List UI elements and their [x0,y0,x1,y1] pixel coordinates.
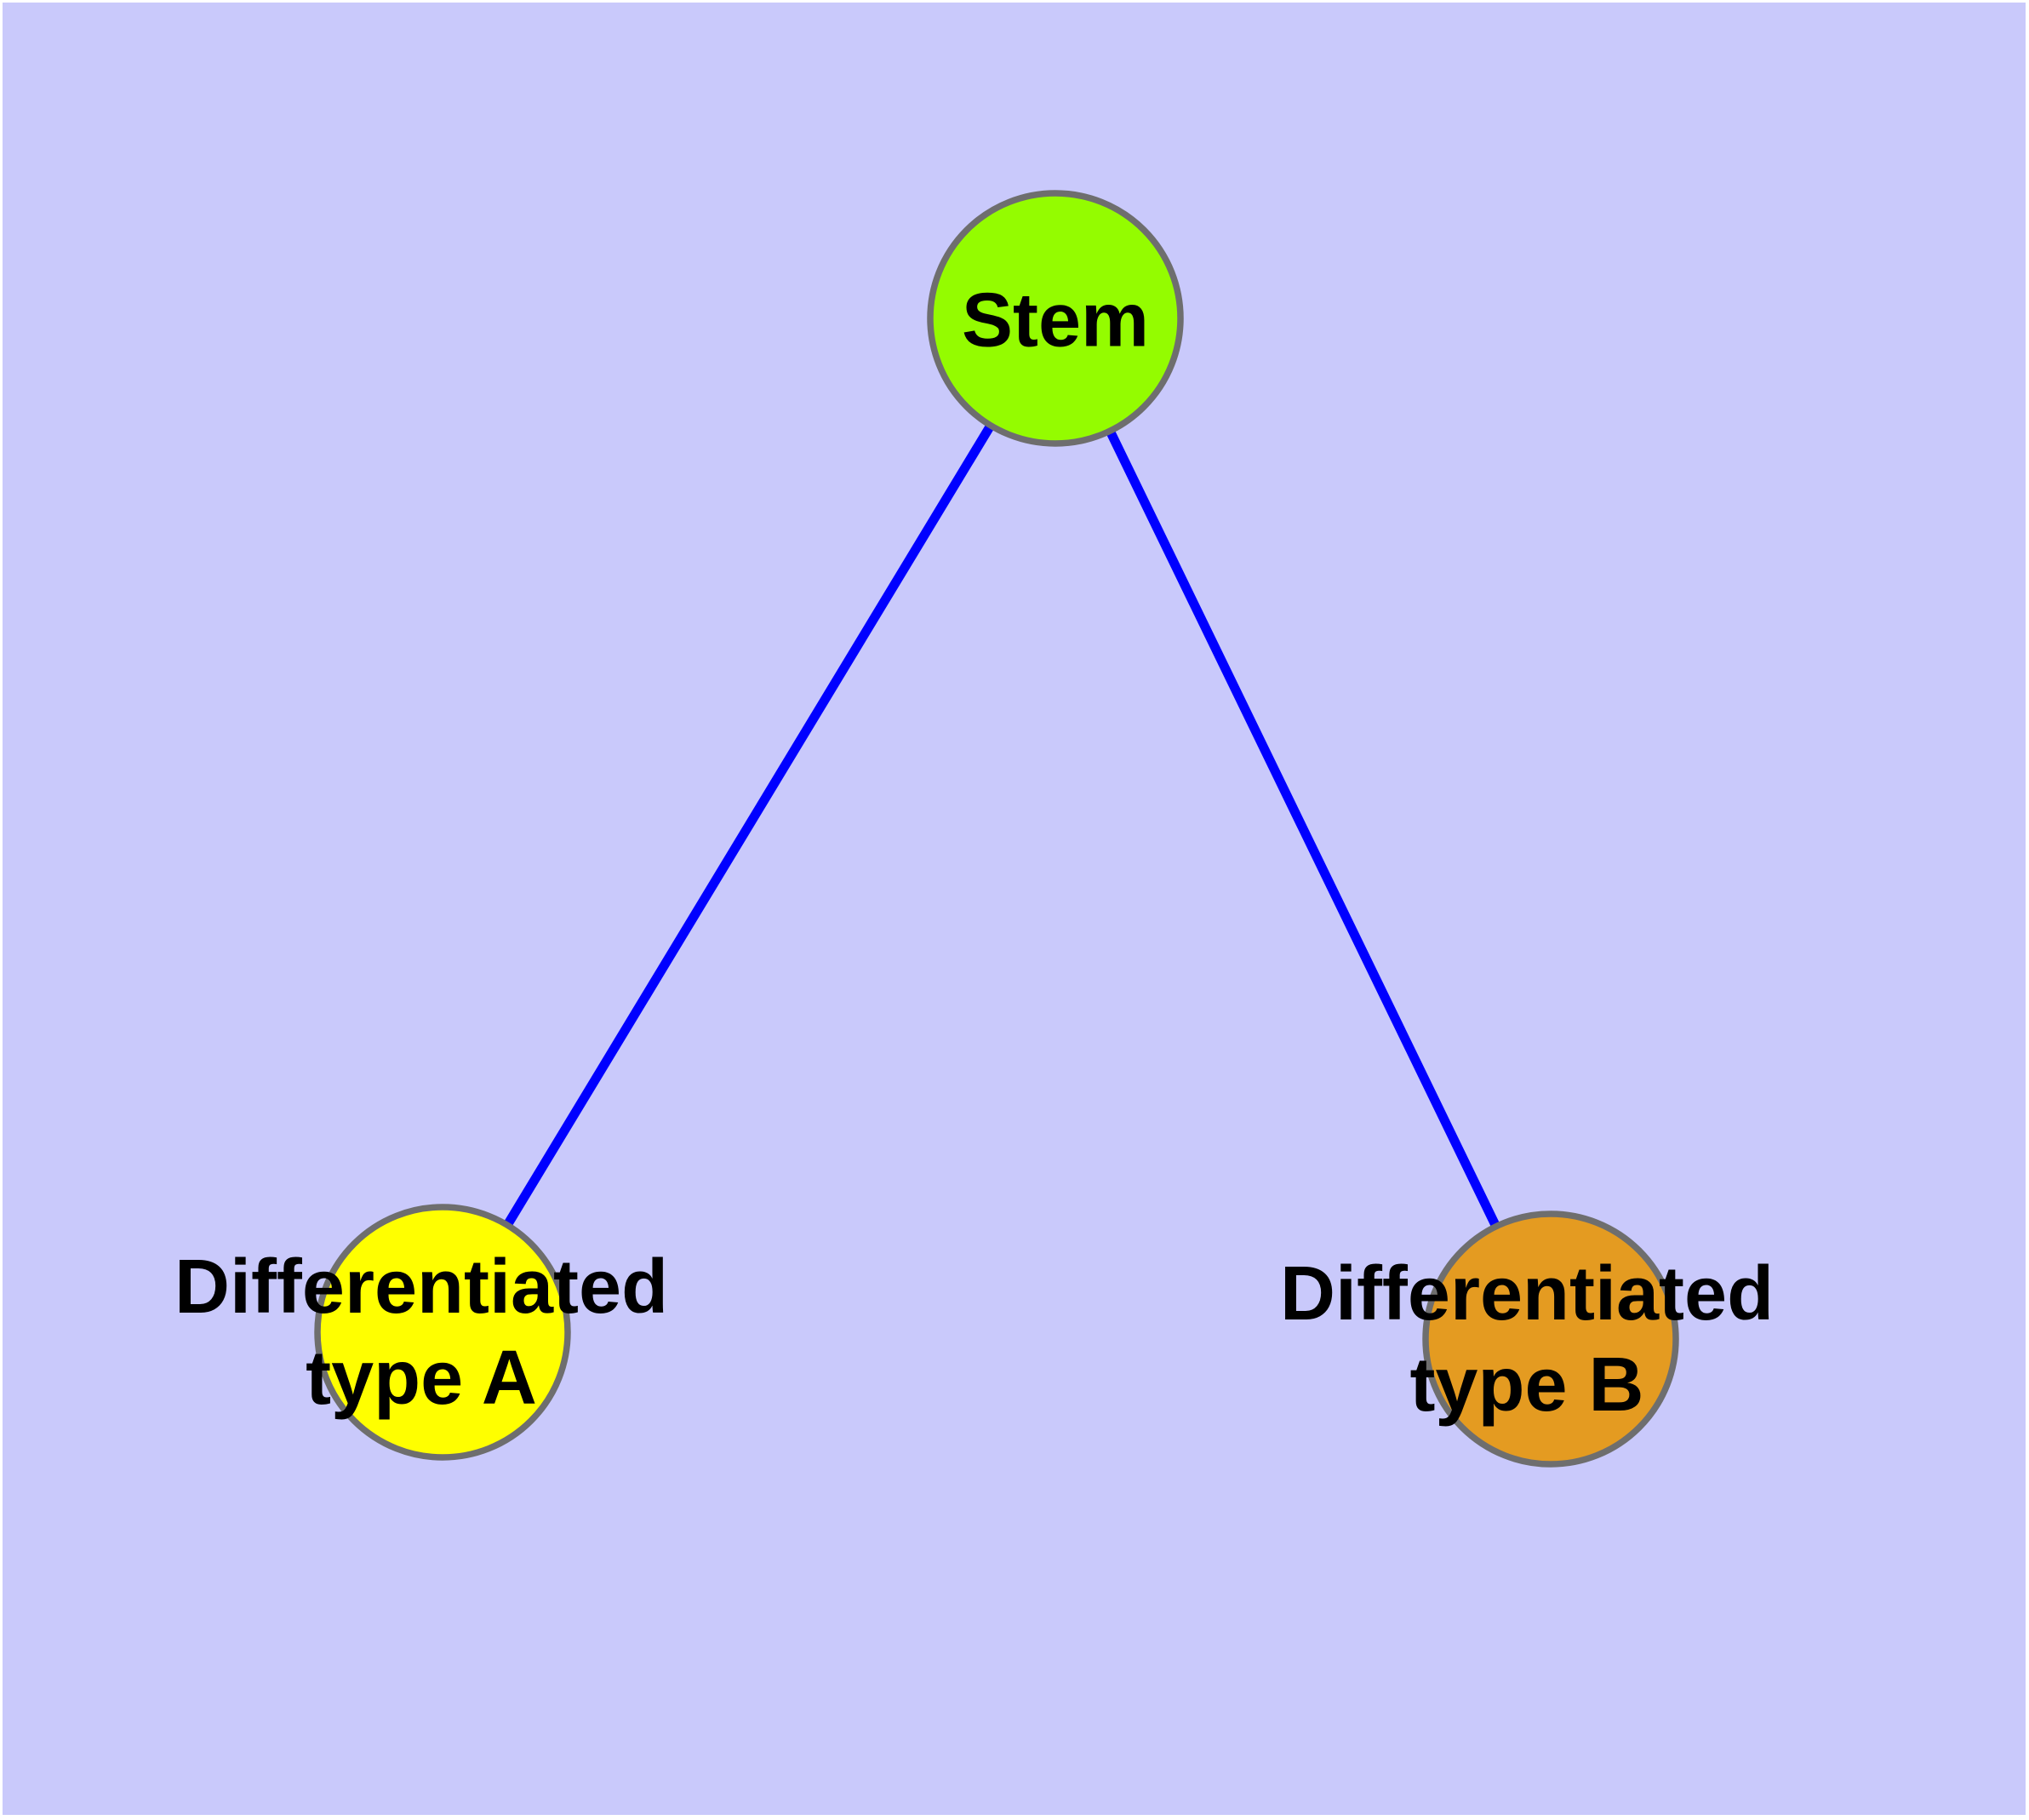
node-stem-circle [927,190,1184,447]
node-type-a-circle [314,1204,571,1461]
edge-stem-to-type-a [438,316,1060,1335]
edge-stem-to-type-b [1051,316,1555,1342]
node-type-b-circle [1422,1210,1679,1468]
